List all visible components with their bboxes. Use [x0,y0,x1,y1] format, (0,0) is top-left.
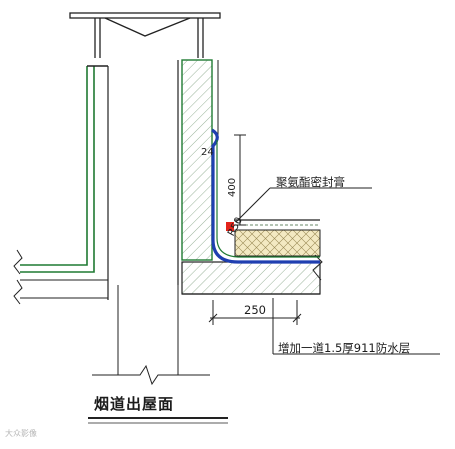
dimension-250-label: 250 [244,303,266,317]
extra-layer-label: 增加一道1.5厚911防水层 [278,341,411,355]
roof-slab [181,219,323,295]
dimension-250-line [208,300,302,325]
watermark: 大众影像 [5,429,37,438]
left-flue-wall [13,65,109,305]
cap-v [104,17,191,37]
bottom-break [92,285,210,386]
sealant-block [226,222,234,231]
leader-layer [272,298,440,355]
cap-plate [69,12,221,19]
membrane-green-edge [216,140,320,258]
title-underline [88,417,228,424]
leader-sealant [235,187,372,223]
dimension-400-line [234,134,246,226]
thickness-label: 24 [201,147,214,158]
sealant-label: 聚氨酯密封膏 [276,175,345,189]
drawing-title: 烟道出屋面 [94,395,175,413]
right-flue-wall [177,59,219,285]
flue-cap [69,12,221,58]
dimension-400-label: 400 [227,177,238,197]
waterproof-membrane [211,128,320,264]
